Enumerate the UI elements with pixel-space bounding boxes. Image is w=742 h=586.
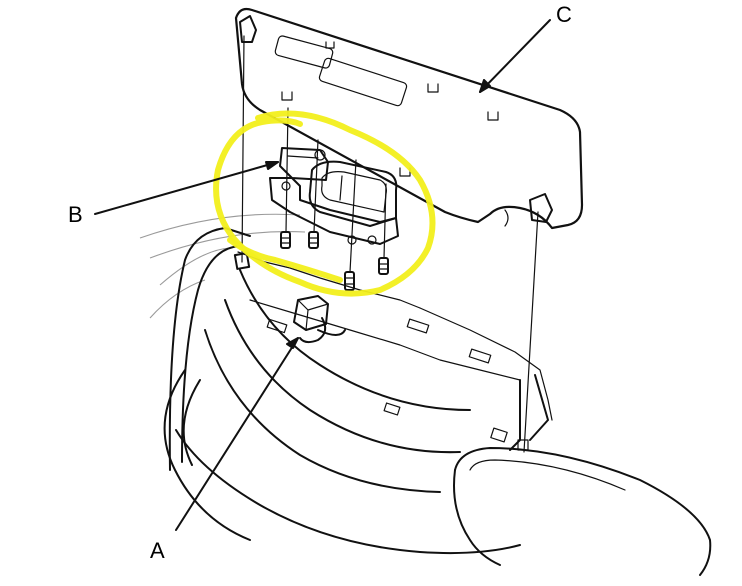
leader-line-a xyxy=(175,337,299,531)
arrowhead-a xyxy=(286,337,299,349)
arrowhead-c xyxy=(479,79,491,93)
switch-assembly-b xyxy=(269,147,399,245)
console-body xyxy=(139,213,712,576)
highlight-marker-tail xyxy=(227,237,343,283)
callout-label-b: B xyxy=(68,202,83,227)
screw-4 xyxy=(378,257,389,275)
arrowhead-b xyxy=(265,161,279,170)
connector-a xyxy=(293,295,346,344)
screw-1 xyxy=(280,231,291,249)
screw-2 xyxy=(308,231,319,249)
highlight-marker xyxy=(213,110,436,297)
callout-label-c: C xyxy=(556,2,572,27)
screw-3 xyxy=(344,271,355,291)
callout-label-a: A xyxy=(150,538,165,563)
leader-line-b xyxy=(94,161,279,215)
screws xyxy=(233,35,539,453)
leader-line-c xyxy=(479,19,551,93)
